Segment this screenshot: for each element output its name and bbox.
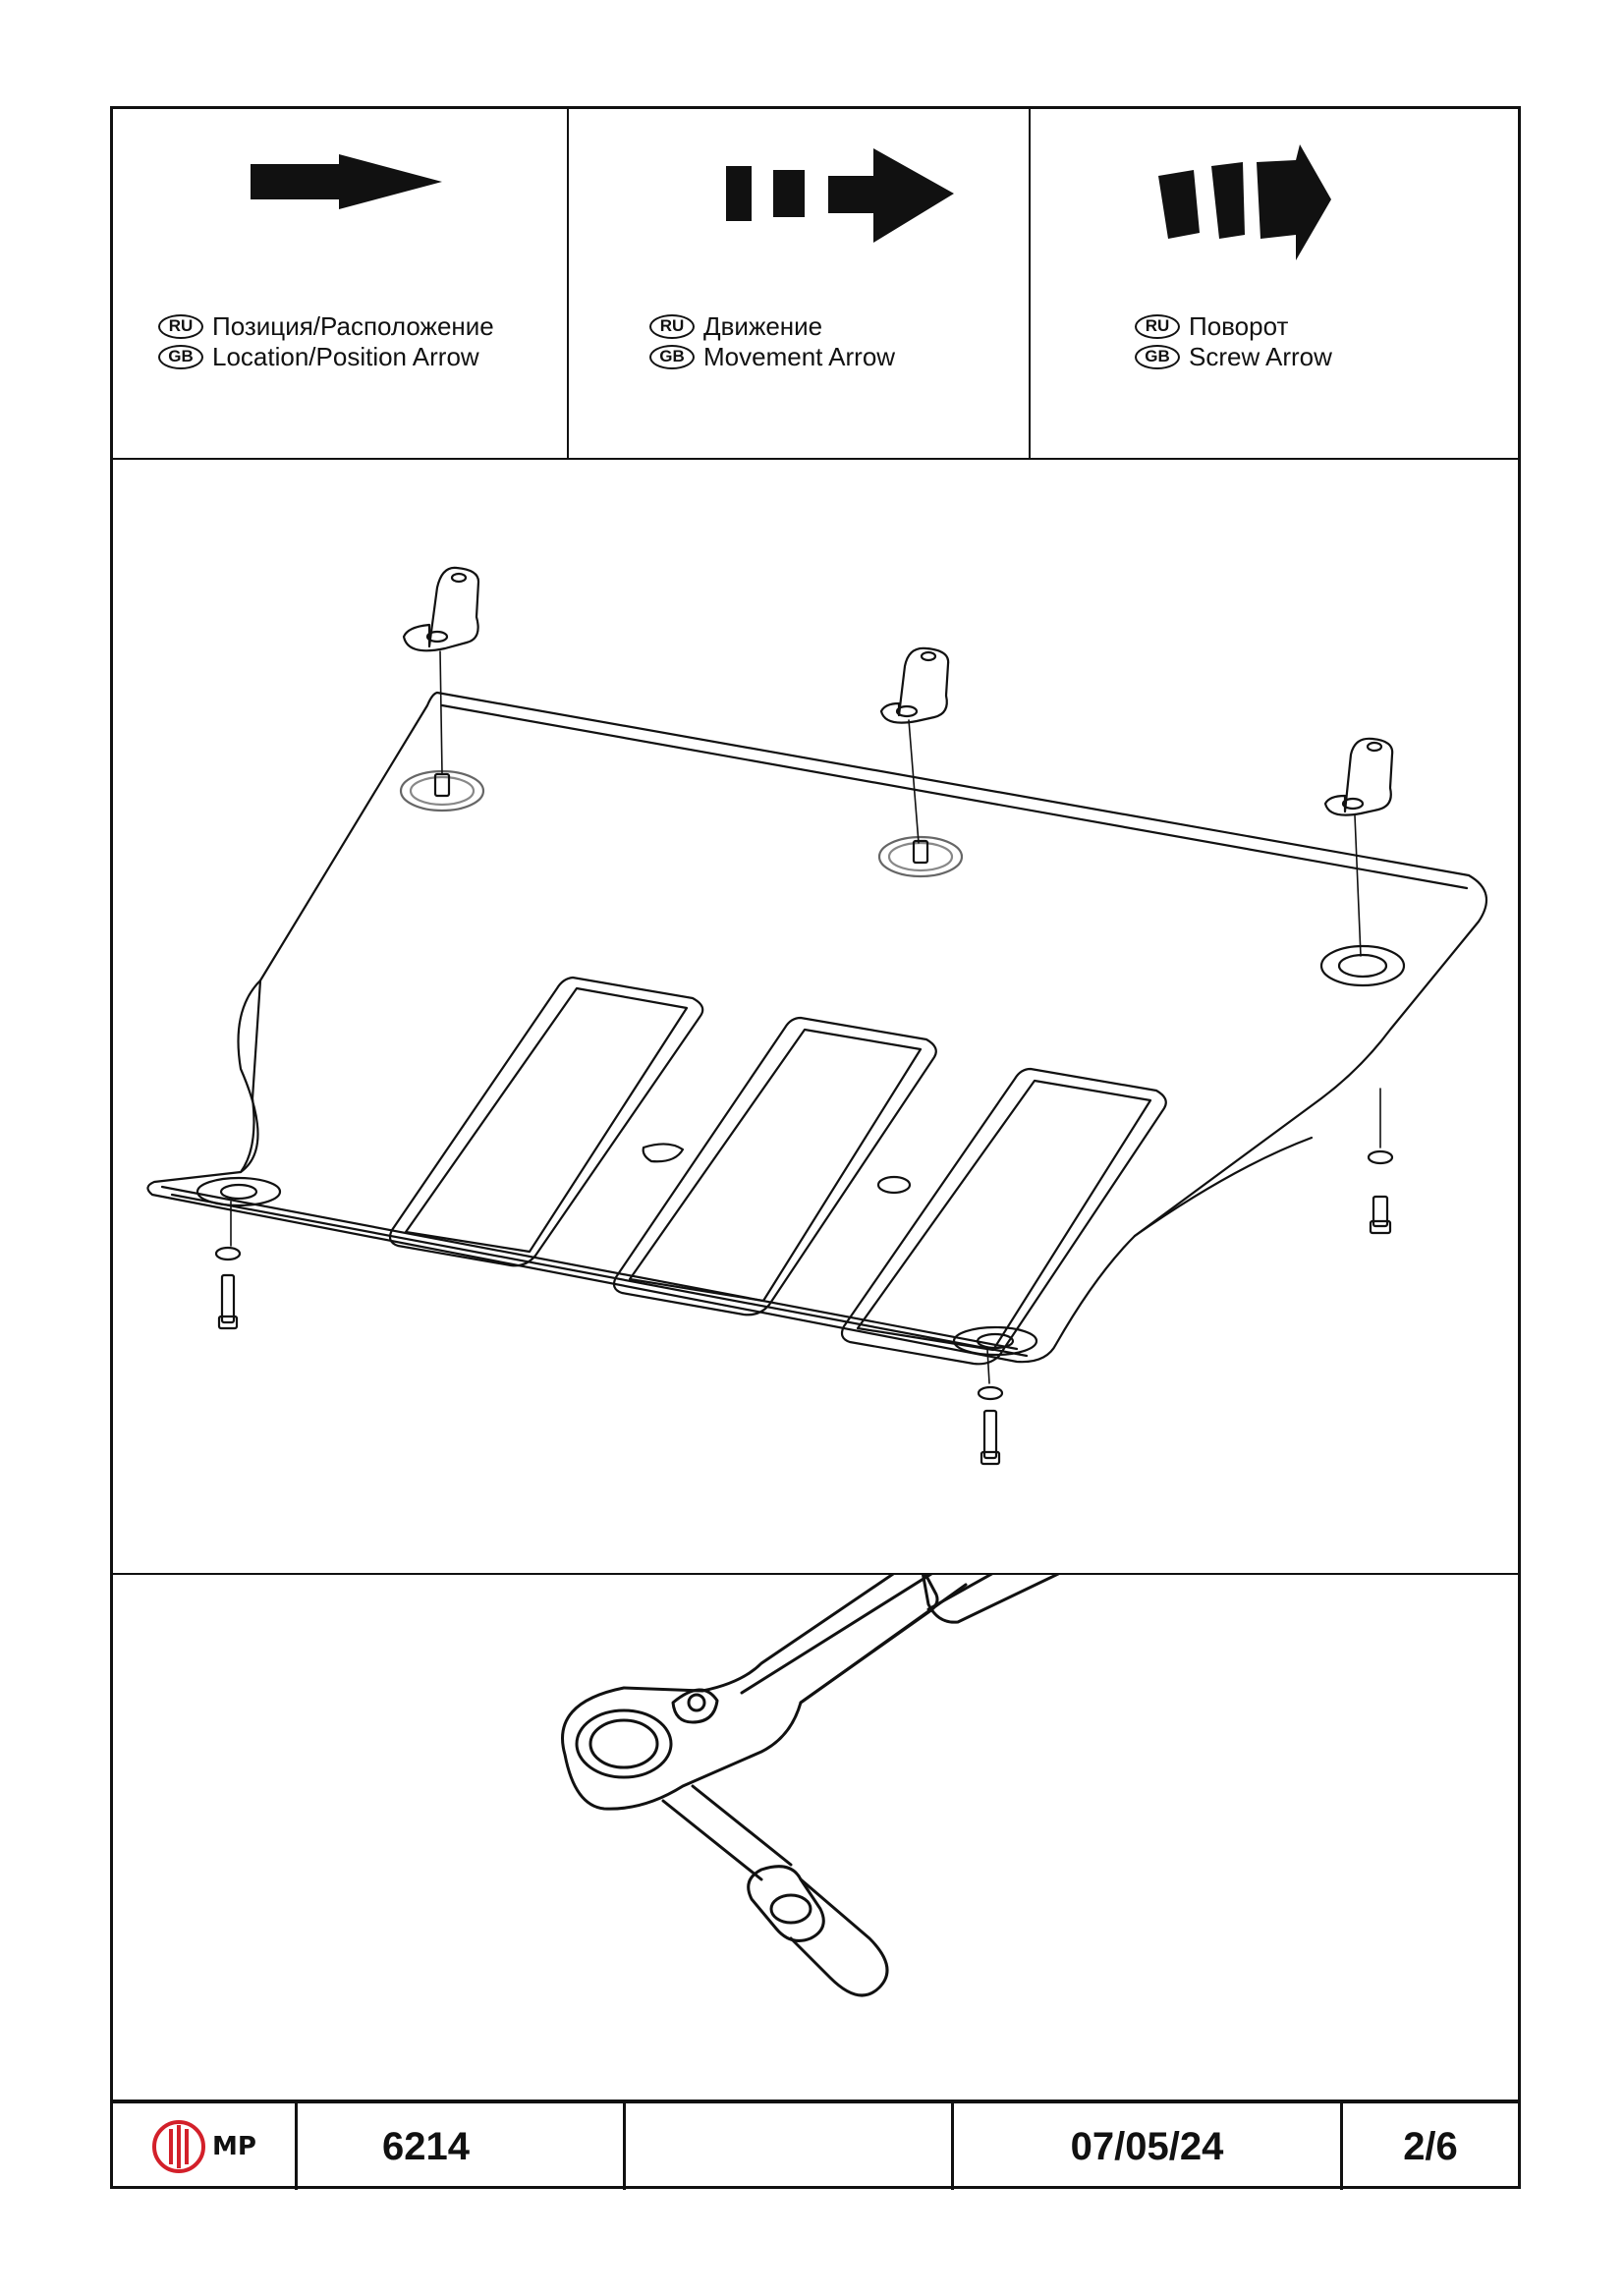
cutout-right [840,1067,1167,1366]
product-code: 6214 [298,2103,626,2190]
legend-movement: RU Движение GB Movement Arrow [569,109,1031,458]
arrow-legend: RU Позиция/Расположение GB Location/Positi… [113,109,1518,460]
tool-illustration [113,1438,1518,2100]
legend-screw-text: RU Поворот GB Screw Arrow [1135,311,1332,372]
legend-ru-label: Поворот [1189,311,1289,341]
ru-badge: RU [1135,314,1180,339]
legend-location-text: RU Позиция/Расположение GB Location/Positi… [158,311,494,372]
legend-gb-label: Screw Arrow [1189,342,1332,371]
skid-plate-drawing [146,566,1488,1466]
page-number: 2/6 [1403,2124,1458,2168]
dashed-arrow-icon [726,148,954,243]
legend-gb-label: Movement Arrow [703,342,896,371]
curved-arrow-icon [1158,144,1331,260]
brand-logo-icon [152,2120,206,2173]
legend-movement-text: RU Движение GB Movement Arrow [649,311,895,372]
gb-badge: GB [158,345,203,369]
assembly-diagram [113,460,1518,1575]
solid-arrow-icon [251,154,442,209]
logo-text: MP [212,2132,256,2161]
brand-logo: MP [113,2103,298,2190]
title-block: MP 6214 07/05/24 2/6 [113,2100,1518,2190]
ratchet-wrench-icon [561,1438,1227,1997]
bracket-left [402,566,480,652]
skid-plate-outline [146,691,1488,1364]
empty-field [626,2103,954,2190]
legend-location: RU Позиция/Расположение GB Location/Positi… [113,109,569,458]
legend-ru-label: Движение [703,311,823,341]
cutout-center [612,1016,937,1316]
bracket-center [879,646,950,724]
bracket-right [1323,737,1394,816]
legend-gb-label: Location/Position Arrow [212,342,479,371]
cutout-left [388,976,704,1267]
ru-badge: RU [649,314,695,339]
gb-badge: GB [1135,345,1180,369]
legend-ru-label: Позиция/Расположение [212,311,494,341]
document-date: 07/05/24 [954,2103,1343,2190]
ru-badge: RU [158,314,203,339]
legend-screw: RU Поворот GB Screw Arrow [1031,109,1522,458]
gb-badge: GB [649,345,695,369]
instruction-sheet: RU Позиция/Расположение GB Location/Positi… [110,106,1521,2190]
